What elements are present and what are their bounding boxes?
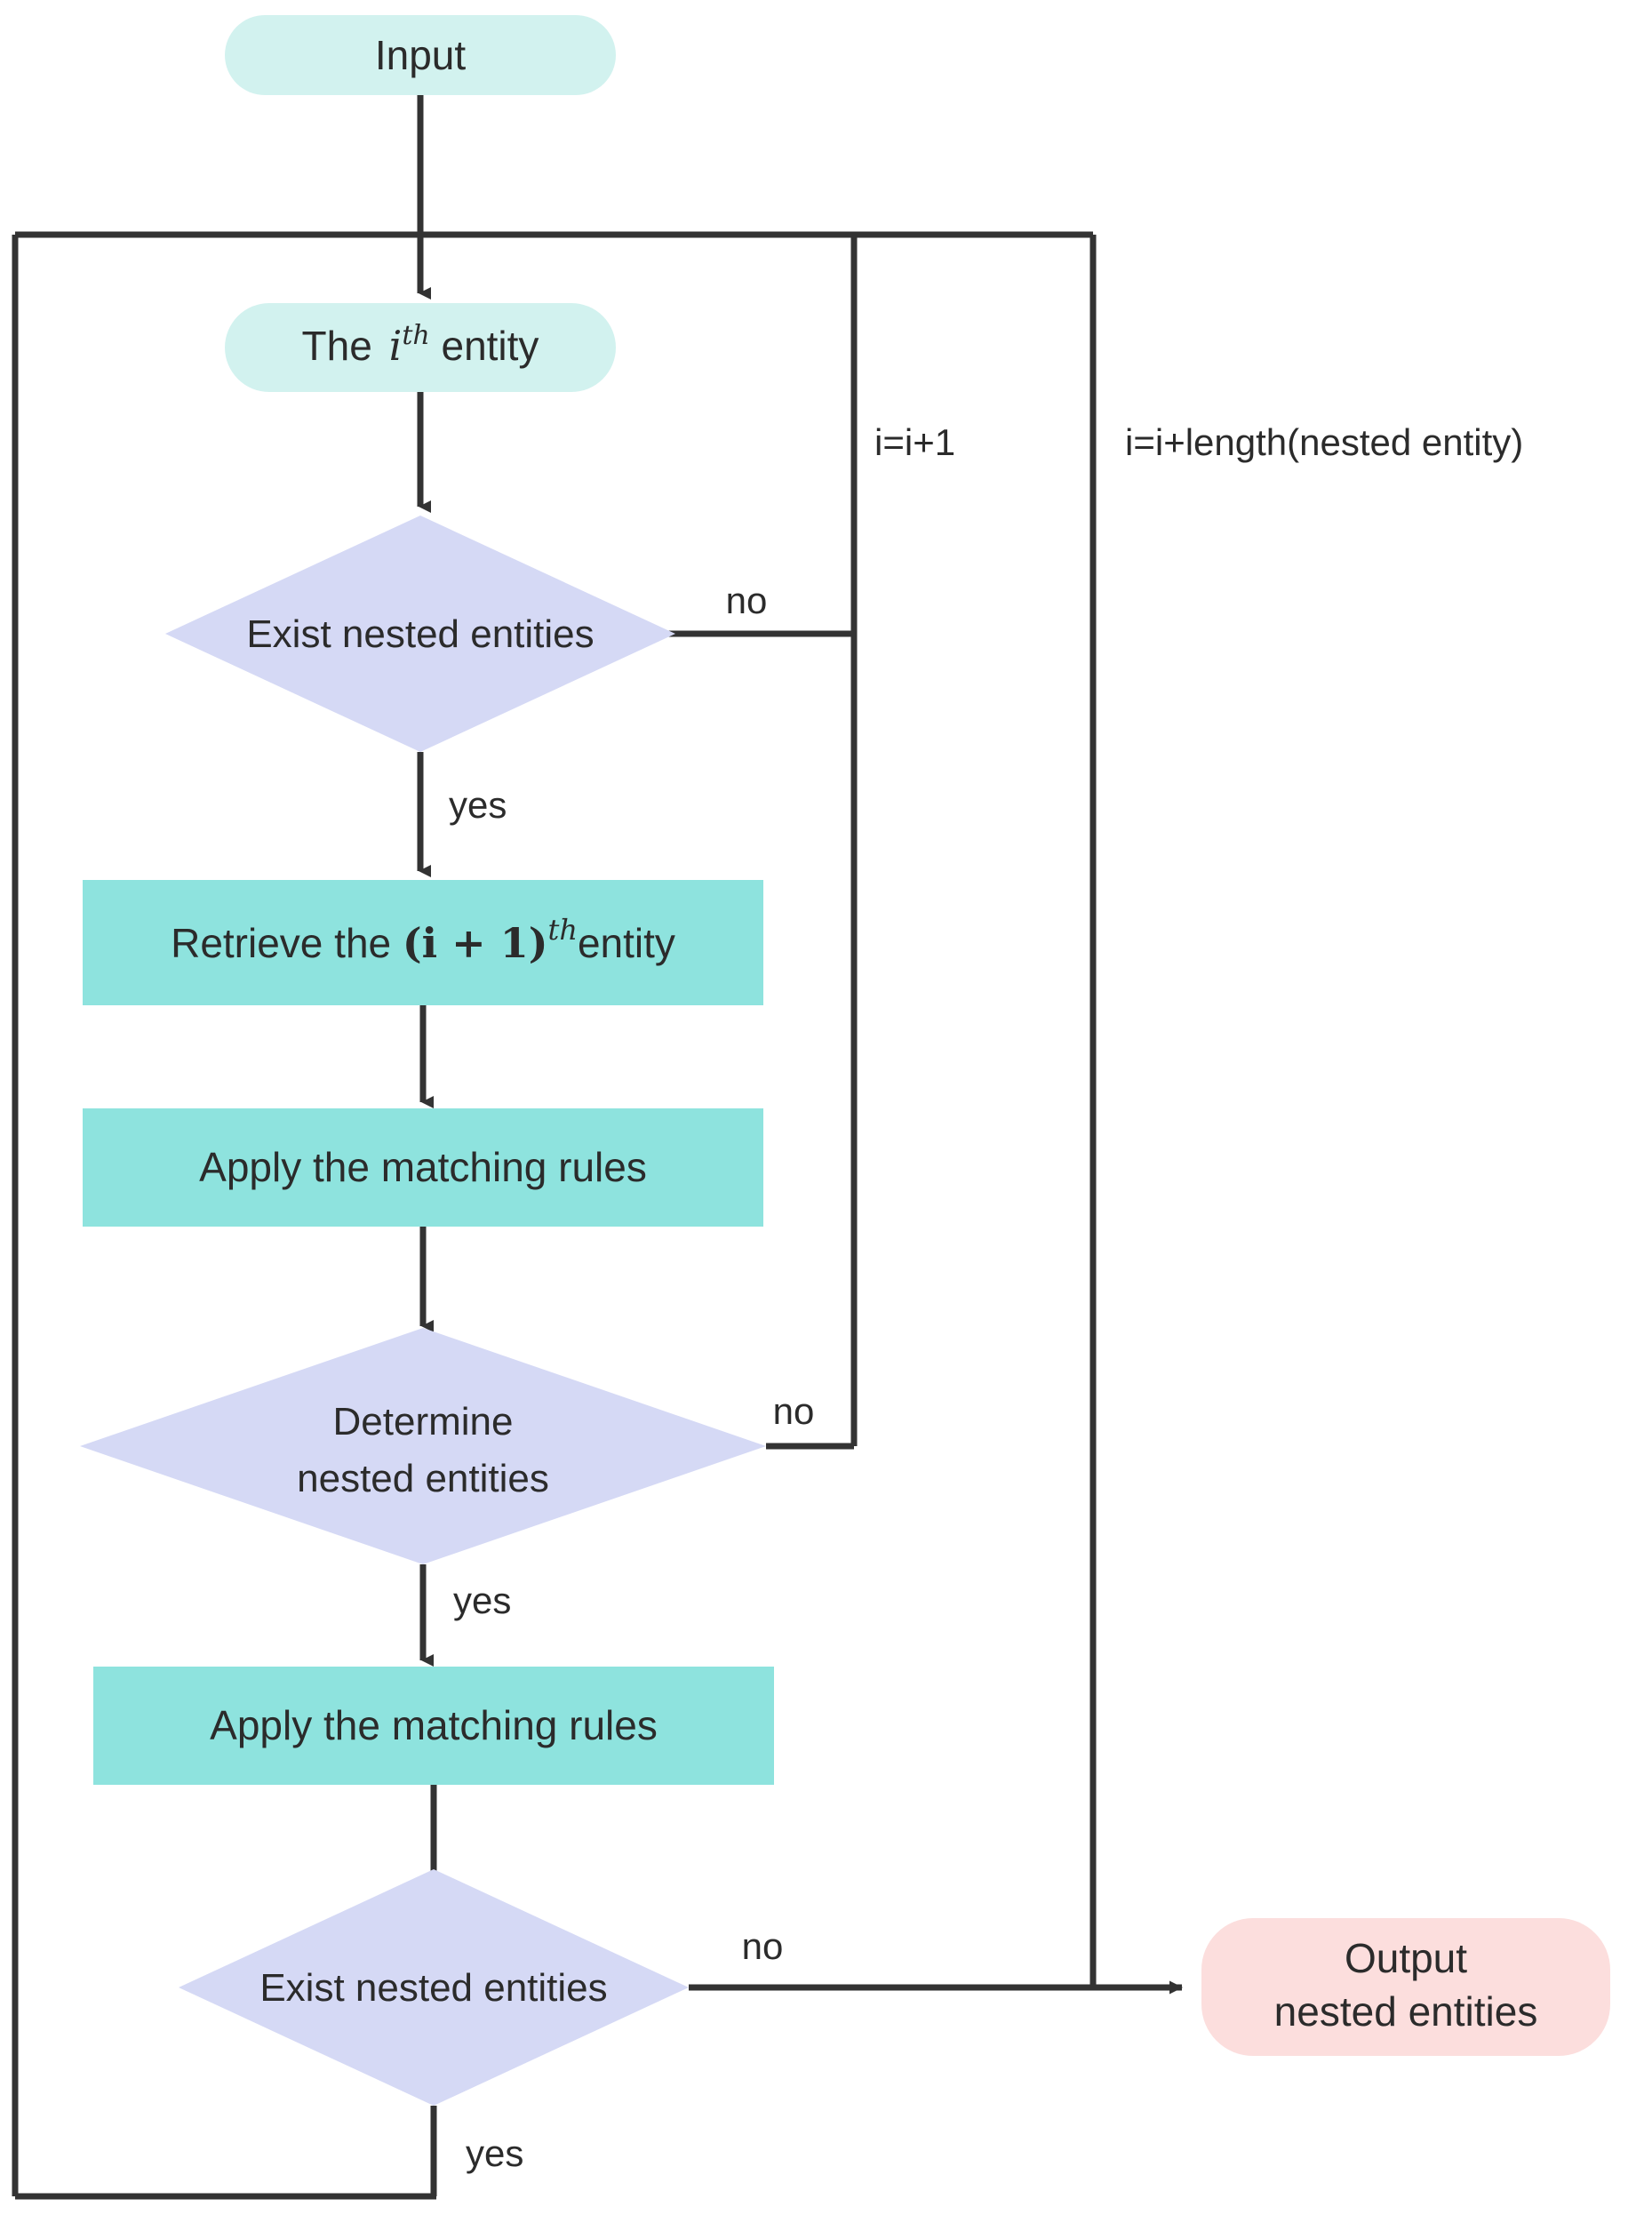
node-exist1-label: Exist nested entities bbox=[246, 612, 594, 656]
node-retrieve-entity[interactable]: Retrieve the (i + 1)thentity bbox=[83, 880, 763, 1005]
node-ith-prefix: The bbox=[302, 323, 384, 369]
node-exist-nested-entities-1[interactable]: Exist nested entities bbox=[165, 516, 675, 752]
node-apply-matching-rules-2[interactable]: Apply the matching rules bbox=[93, 1667, 774, 1785]
node-retrieve-prefix: Retrieve the bbox=[171, 920, 403, 966]
outer-loop-path bbox=[12, 231, 1097, 2200]
node-retrieve-label: Retrieve the (i + 1)thentity bbox=[171, 913, 675, 967]
node-ith-suffix: entity bbox=[430, 323, 539, 369]
node-apply-matching-rules-1[interactable]: Apply the matching rules bbox=[83, 1108, 763, 1227]
node-ith-entity-label: The ith entity bbox=[302, 320, 539, 370]
edge-label-exist1-yes: yes bbox=[449, 784, 507, 826]
node-exist-nested-entities-2[interactable]: Exist nested entities bbox=[179, 1869, 689, 2106]
edge-label-exist2-yes: yes bbox=[466, 2132, 523, 2174]
edge-label-determine-yes: yes bbox=[453, 1579, 511, 1621]
node-determine-label-line1: Determine bbox=[333, 1400, 514, 1443]
edge-label-exist2-no: no bbox=[742, 1925, 784, 1967]
node-output-nested-entities[interactable]: Output nested entities bbox=[1201, 1918, 1610, 2056]
node-exist2-label: Exist nested entities bbox=[259, 1966, 607, 2010]
edge-label-determine-no: no bbox=[773, 1390, 815, 1432]
node-ith-math-base: i bbox=[389, 322, 403, 370]
node-determine-label-line2: nested entities bbox=[297, 1457, 549, 1500]
node-ith-math-sup: th bbox=[402, 320, 429, 351]
node-apply1-label: Apply the matching rules bbox=[199, 1144, 647, 1190]
node-retrieve-suffix: entity bbox=[578, 920, 675, 966]
node-retrieve-math-sup: th bbox=[547, 913, 577, 947]
node-determine-nested-entities[interactable]: Determine nested entities bbox=[80, 1328, 766, 1564]
node-retrieve-math: (i + 1) bbox=[403, 919, 548, 967]
loop-label-outer: i=i+length(nested entity) bbox=[1125, 421, 1523, 463]
loop-label-inner: i=i+1 bbox=[874, 421, 955, 463]
node-input-label: Input bbox=[375, 32, 467, 78]
node-apply2-label: Apply the matching rules bbox=[210, 1702, 658, 1748]
inner-loop-path bbox=[421, 236, 858, 1450]
node-ith-entity[interactable]: The ith entity bbox=[225, 303, 616, 392]
node-output-label-line2: nested entities bbox=[1274, 1988, 1538, 2035]
node-input[interactable]: Input bbox=[225, 15, 616, 95]
edge-label-exist1-no: no bbox=[726, 580, 768, 621]
node-output-label-line1: Output bbox=[1345, 1935, 1467, 1981]
